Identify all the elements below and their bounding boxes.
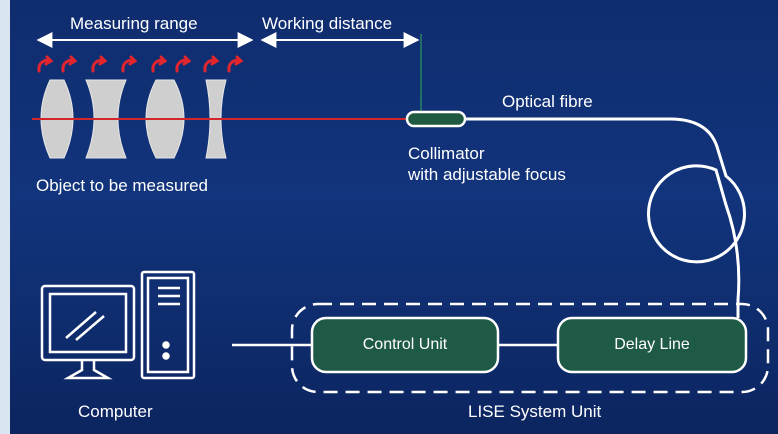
optical-fibre [465, 117, 746, 318]
delay-line-label: Delay Line [614, 336, 690, 353]
pc-tower [140, 270, 196, 380]
rotation-arrow-icon [175, 55, 192, 73]
rotation-arrow-icons [37, 55, 244, 73]
object-label: Object to be measured [36, 176, 208, 195]
monitor-screen [48, 292, 128, 354]
monitor-bezel [40, 284, 136, 362]
working-distance-label: Working distance [262, 14, 393, 33]
rotation-arrow-icon [61, 55, 78, 73]
rotation-arrow-icon [227, 55, 244, 73]
measuring-range-label: Measuring range [70, 14, 198, 33]
diagram-graphics [32, 32, 770, 394]
collimator-sublabel: with adjustable focus [408, 165, 566, 184]
diagram-canvas: Measuring range Working distance Optical… [10, 0, 778, 434]
lise-system-unit-frame [290, 302, 770, 394]
pc-tower-inner [146, 276, 190, 374]
monitor-stand [63, 360, 113, 380]
rotation-arrow-icon [37, 55, 54, 73]
collimator-body [405, 110, 467, 128]
rotation-arrow-icon [151, 55, 168, 73]
lise-unit-label: LISE System Unit [468, 402, 602, 421]
control-unit-label: Control Unit [362, 336, 448, 353]
rotation-arrow-icon [121, 55, 138, 73]
collimator-label: Collimator [408, 144, 485, 163]
rotation-arrow-icon [91, 55, 108, 73]
computer-label: Computer [78, 402, 153, 421]
optical-fibre-label: Optical fibre [502, 92, 593, 111]
rotation-arrow-icon [203, 55, 220, 73]
computer-icon [40, 270, 196, 380]
